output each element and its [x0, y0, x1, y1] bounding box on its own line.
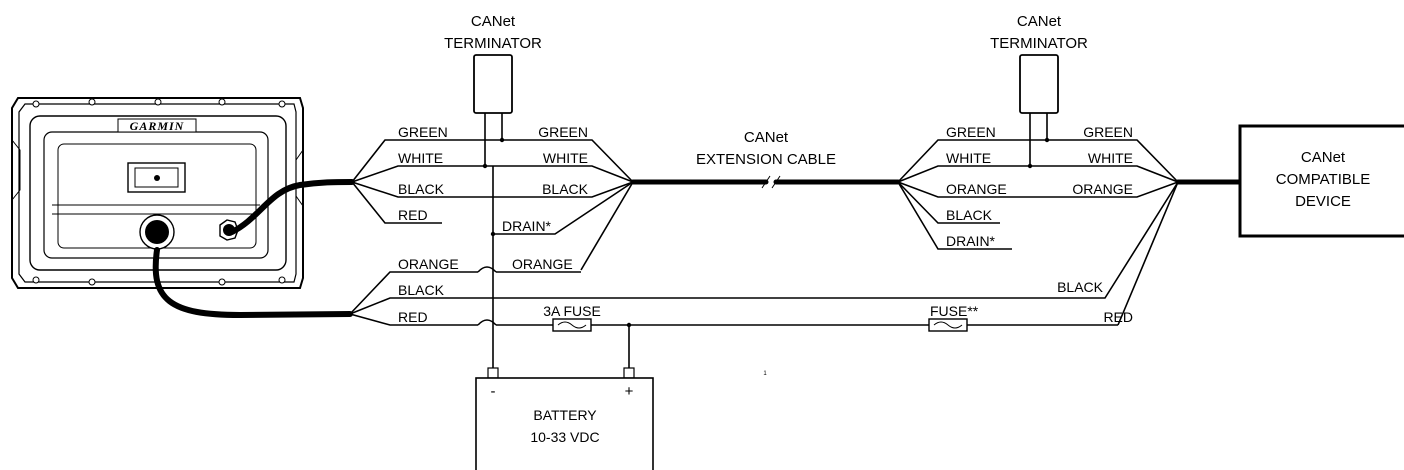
wire-label-green-1: GREEN: [398, 124, 448, 140]
battery-minus-label: -: [491, 383, 496, 400]
wire-label-black-4: BLACK: [946, 207, 993, 223]
fuse-device: [928, 318, 968, 332]
terminator-left-label-2: TERMINATOR: [444, 35, 542, 52]
wire-label-black-2: BLACK: [542, 181, 589, 197]
wire-label-black-3: BLACK: [398, 282, 445, 298]
wire-label-white-3: WHITE: [946, 150, 991, 166]
battery-label-1: BATTERY: [533, 407, 597, 423]
wire-label-orange-1: ORANGE: [398, 256, 459, 272]
terminator-left-label-1: CANet: [471, 13, 516, 30]
terminator-right: [1019, 54, 1059, 169]
device-label-1: CANet: [1301, 149, 1346, 166]
wire-label-drain-1: DRAIN*: [502, 218, 552, 234]
battery-plus-label: +: [625, 383, 634, 400]
wire-label-black-5: BLACK: [1057, 279, 1104, 295]
fuse-device-label: FUSE**: [930, 303, 979, 319]
power-cable: [152, 247, 353, 319]
canet-drop-cable: [229, 179, 355, 235]
fuse-3a-label: 3A FUSE: [543, 303, 601, 319]
wire-label-green-4: GREEN: [1083, 124, 1133, 140]
terminator-left: [473, 54, 513, 169]
device-label-3: DEVICE: [1295, 193, 1351, 210]
label-underlines: [398, 139, 455, 224]
extension-cable-label-2: EXTENSION CABLE: [696, 151, 836, 168]
wire-label-black-1: BLACK: [398, 181, 445, 197]
wire-label-white-2: WHITE: [543, 150, 588, 166]
wire-label-drain-2: DRAIN*: [946, 233, 996, 249]
wire-label-orange-4: ORANGE: [1072, 181, 1133, 197]
wire-label-white-1: WHITE: [398, 150, 443, 166]
wire-label-red-2: RED: [398, 309, 428, 325]
wire-label-green-3: GREEN: [946, 124, 996, 140]
garmin-unit: GARMIN: [11, 97, 304, 289]
power-port: [139, 214, 175, 250]
wire-label-orange-3: ORANGE: [946, 181, 1007, 197]
battery-label-2: 10-33 VDC: [530, 429, 599, 445]
wire-label-orange-2: ORANGE: [512, 256, 573, 272]
wire-label-red-1: RED: [398, 207, 428, 223]
extension-cable-label-1: CANet: [744, 129, 789, 146]
terminator-right-label-1: CANet: [1017, 13, 1062, 30]
battery: [475, 367, 654, 470]
garmin-logo: GARMIN: [130, 119, 185, 133]
page-mark: 1: [763, 371, 767, 377]
device-label-2: COMPATIBLE: [1276, 171, 1370, 188]
wire-label-white-4: WHITE: [1088, 150, 1133, 166]
canet-compatible-device: [1238, 124, 1404, 238]
wire-label-green-2: GREEN: [538, 124, 588, 140]
terminator-right-label-2: TERMINATOR: [990, 35, 1088, 52]
fuse-3a: [552, 318, 592, 332]
wire-label-red-3: RED: [1103, 309, 1133, 325]
